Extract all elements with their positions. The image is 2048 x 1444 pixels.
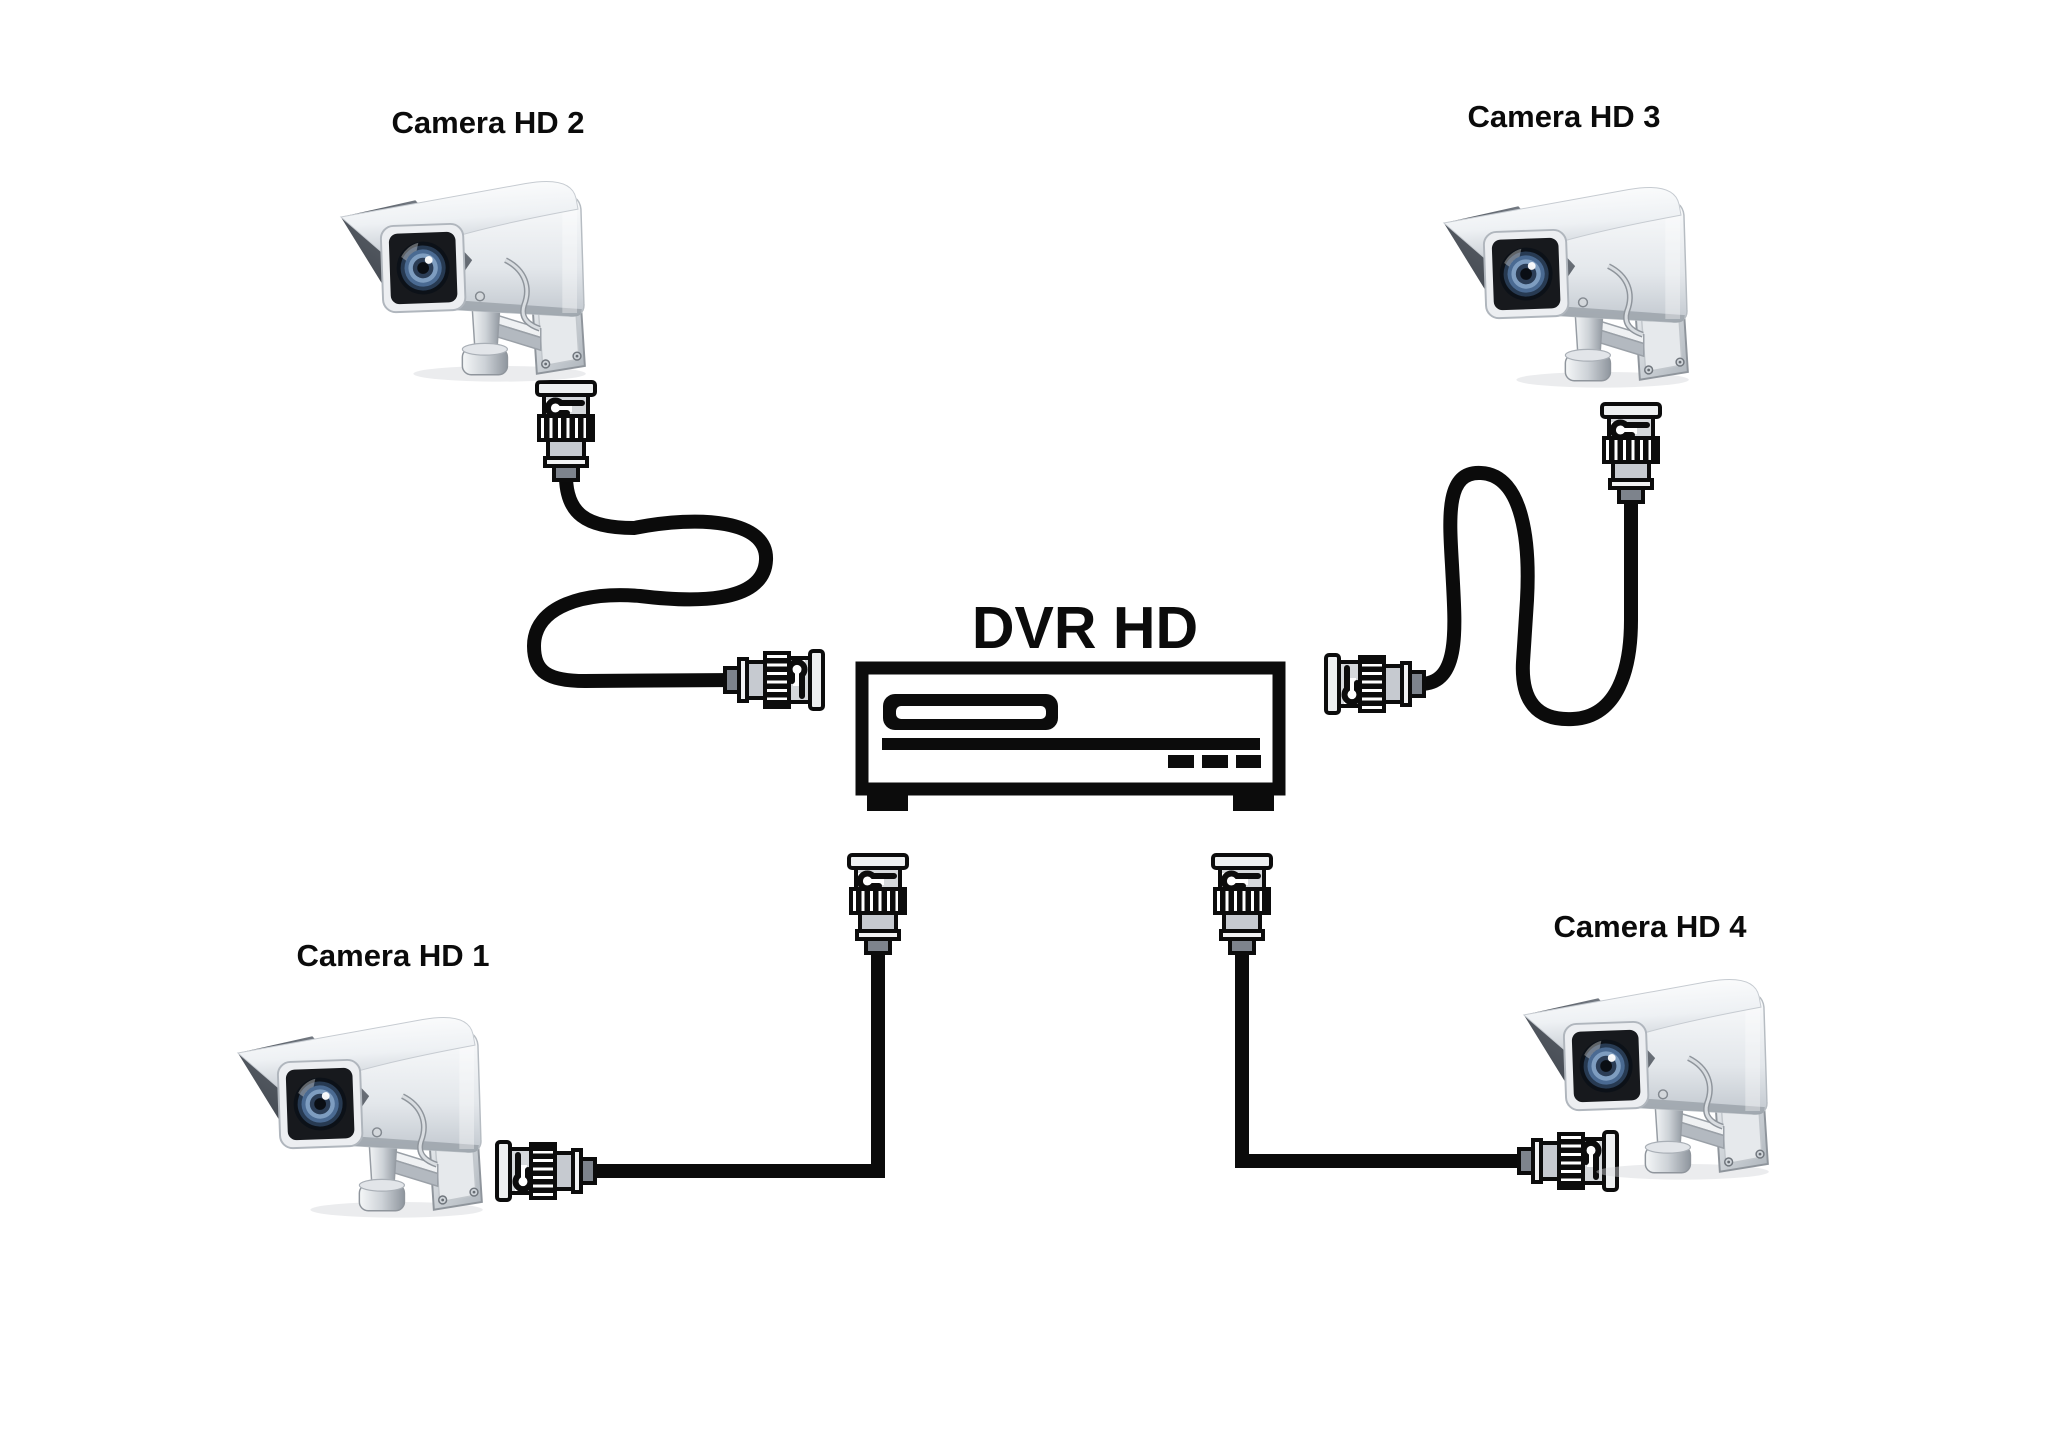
dvr-foot-right xyxy=(1233,795,1274,811)
coax-cable-camera-2 xyxy=(526,477,773,689)
camera-1-label: Camera HD 1 xyxy=(297,938,490,973)
dvr-label: DVR HD xyxy=(972,595,1198,661)
camera-hd-2-illustration xyxy=(341,182,586,382)
bnc-connector-dvr-bottom-right-port xyxy=(1213,855,1271,953)
dvr-buttons xyxy=(1168,755,1261,768)
dvr-button xyxy=(1202,755,1228,768)
bnc-connector-camera-4-end xyxy=(1519,1132,1617,1190)
dvr-front-divider xyxy=(882,738,1260,750)
bnc-connector-camera-1-end xyxy=(497,1142,595,1200)
bnc-connector-camera-3-end xyxy=(1602,404,1660,502)
bnc-connector-dvr-right-port xyxy=(1326,655,1424,713)
dvr-foot-left xyxy=(867,795,908,811)
coax-cable-camera-3 xyxy=(1419,466,1638,727)
dvr-button xyxy=(1168,755,1194,768)
camera-3-label: Camera HD 3 xyxy=(1468,99,1661,134)
dvr-button xyxy=(1236,755,1261,768)
bnc-connector-dvr-left-port xyxy=(725,651,823,709)
camera-2-label: Camera HD 2 xyxy=(392,105,585,140)
dvr-disc-slot-opening xyxy=(896,706,1046,719)
bnc-connector-dvr-bottom-left-port xyxy=(849,855,907,953)
dvr-unit xyxy=(855,661,1286,811)
camera-hd-3-illustration xyxy=(1444,188,1689,388)
coax-cable-camera-1 xyxy=(594,950,885,1178)
camera-hd-1-illustration xyxy=(238,1018,483,1218)
coax-cable-camera-4 xyxy=(1235,950,1522,1168)
camera-4-label: Camera HD 4 xyxy=(1554,909,1748,944)
bnc-connector-camera-2-end xyxy=(537,382,595,480)
